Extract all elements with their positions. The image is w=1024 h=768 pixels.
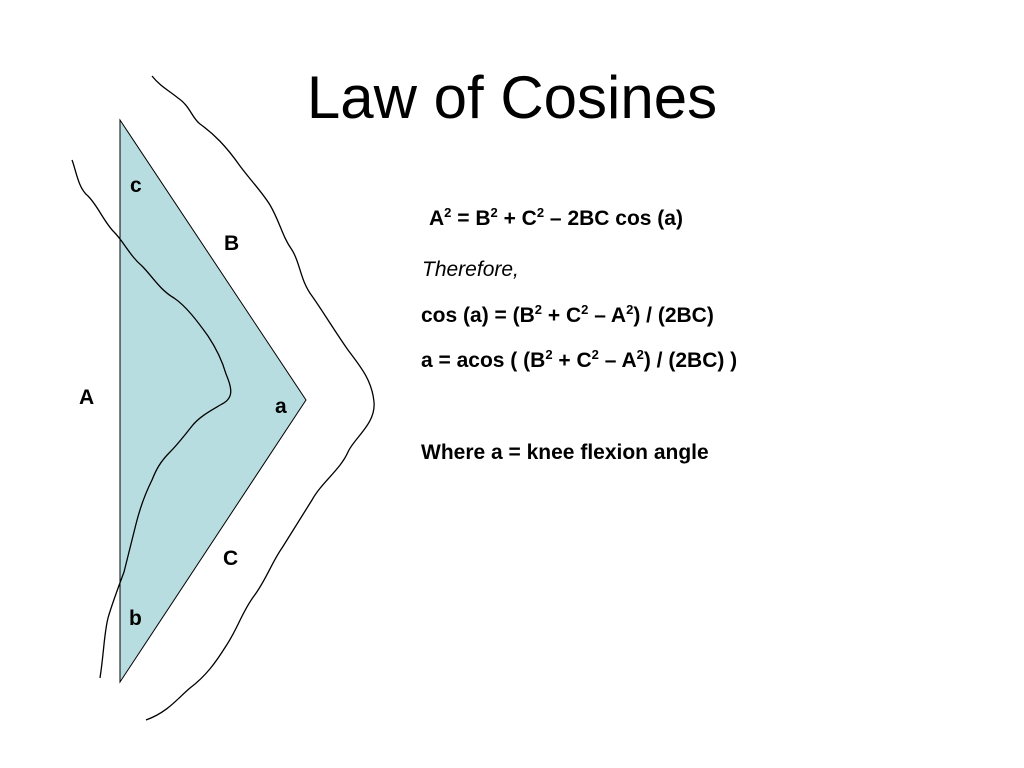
eq3-term-a: – A [598, 349, 637, 372]
vertex-label-a: a [275, 395, 287, 418]
eq1-term-c: + C [497, 207, 537, 230]
side-label-C: C [223, 547, 239, 570]
eq2-exp: 2 [534, 302, 543, 317]
eq3-exp: 2 [591, 347, 599, 362]
knee-flexion-note: Where a = knee flexion angle [421, 441, 709, 464]
slide-title: Law of Cosines [306, 64, 718, 131]
equation-cos-a: cos (a) = (B2 + C2 – A2) / (2BC) [421, 303, 714, 329]
eq2-suffix: ) / (2BC) [633, 304, 714, 327]
equation-acos: a = acos ( (B2 + C2 – A2) / (2BC) ) [421, 348, 737, 374]
side-label-B: B [224, 232, 240, 255]
eq3-exp: 2 [636, 347, 644, 362]
equation-law-of-cosines: A2 = B2 + C2 – 2BC cos (a) [429, 206, 683, 232]
eq1-exp: 2 [490, 205, 498, 220]
eq1-term-b: = B [451, 207, 491, 230]
leg-outline-inner [71, 159, 232, 679]
eq3-suffix: ) / (2BC) ) [643, 349, 738, 372]
eq2-term-a: – A [588, 304, 627, 327]
vertex-label-b: b [129, 607, 142, 630]
eq1-exp: 2 [536, 205, 545, 220]
eq2-prefix: cos (a) = (B [421, 304, 535, 327]
eq1-rest: – 2BC cos (a) [544, 207, 683, 230]
eq2-term-c: + C [542, 304, 582, 327]
eq3-exp: 2 [545, 347, 553, 362]
eq2-exp: 2 [626, 302, 634, 317]
eq2-exp: 2 [581, 302, 589, 317]
triangle-shape [119, 118, 307, 684]
leg-outline-outer [145, 75, 375, 721]
eq3-prefix: a = acos ( (B [421, 349, 546, 372]
eq3-term-c: + C [552, 349, 592, 372]
therefore-text: Therefore, [422, 258, 519, 281]
side-label-A: A [79, 386, 95, 409]
eq1-exp: 2 [444, 205, 452, 220]
vertex-label-c: c [130, 174, 142, 197]
eq1-term-a: A [429, 207, 445, 230]
